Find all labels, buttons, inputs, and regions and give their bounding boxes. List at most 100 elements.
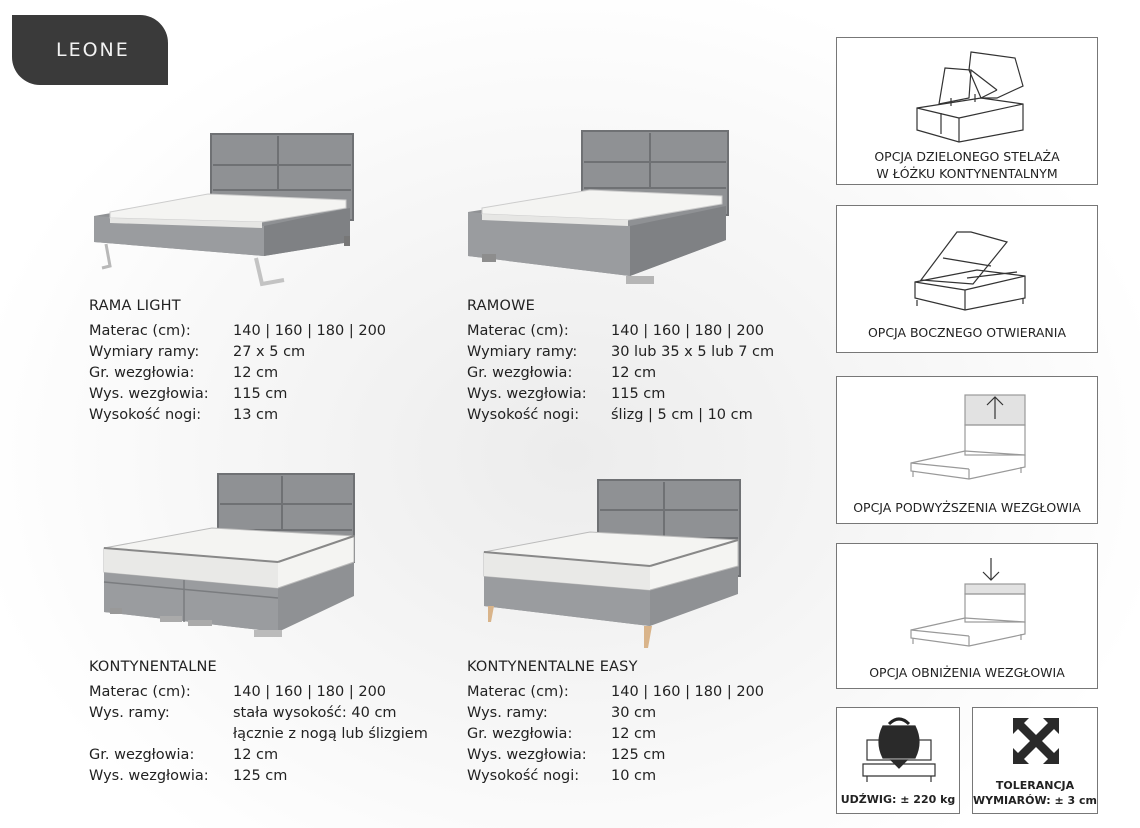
option-headboard-lower: OPCJA OBNIŻENIA WEZGŁOWIA xyxy=(836,543,1098,689)
brand-tab: LEONE xyxy=(12,15,168,85)
spec-label: Gr. wezgłowia: xyxy=(467,726,573,742)
spec-table: Materac (cm): 140 | 160 | 180 | 200 Wymia… xyxy=(89,321,386,426)
spec-block-rama-light: RAMA LIGHT Materac (cm): 140 | 160 | 180 … xyxy=(89,296,386,426)
spec-row: Gr. wezgłowia: 12 cm xyxy=(89,363,386,384)
option-label-line: OPCJA PODWYŻSZENIA WEZGŁOWIA xyxy=(853,500,1081,515)
spec-label: Materac (cm): xyxy=(89,684,191,700)
spec-row: Wys. wezgłowia: 125 cm xyxy=(89,766,428,787)
option-split-frame: OPCJA DZIELONEGO STELAŻA W ŁÓŻKU KONTYNE… xyxy=(836,37,1098,185)
spec-row: Materac (cm): 140 | 160 | 180 | 200 xyxy=(467,321,774,342)
spec-label: Materac (cm): xyxy=(89,323,191,339)
spec-row: Wys. wezgłowia: 115 cm xyxy=(467,384,774,405)
option-label: TOLERANCJA WYMIARÓW: ± 3 cm xyxy=(973,778,1097,808)
spec-value: 140 | 160 | 180 | 200 xyxy=(611,323,765,339)
spec-value: 140 | 160 | 180 | 200 xyxy=(233,323,387,339)
option-label-line: WYMIARÓW: ± 3 cm xyxy=(973,794,1098,807)
spec-label: Wys. wezgłowia: xyxy=(467,386,587,402)
bed-image-kontynentalne xyxy=(103,473,355,637)
spec-row: Materac (cm): 140 | 160 | 180 | 200 xyxy=(467,682,764,703)
option-label: OPCJA BOCZNEGO OTWIERANIA xyxy=(837,324,1097,341)
spec-row: Materac (cm): 140 | 160 | 180 | 200 xyxy=(89,682,428,703)
option-label: UDŹWIG: ± 220 kg xyxy=(837,792,959,807)
option-label: OPCJA PODWYŻSZENIA WEZGŁOWIA xyxy=(837,499,1097,516)
option-tolerance: TOLERANCJA WYMIARÓW: ± 3 cm xyxy=(972,707,1098,814)
bed-title: KONTYNENTALNE xyxy=(89,659,217,675)
option-label-line: OPCJA BOCZNEGO OTWIERANIA xyxy=(867,325,1067,340)
spec-value: 12 cm xyxy=(233,365,279,381)
spec-value: 125 cm xyxy=(233,768,288,784)
spec-value: 140 | 160 | 180 | 200 xyxy=(611,684,765,700)
spec-label: Gr. wezgłowia: xyxy=(467,365,573,381)
spec-value: 10 cm xyxy=(611,768,657,784)
spec-label: Wys. ramy: xyxy=(89,705,170,721)
spec-label: Wysokość nogi: xyxy=(89,407,202,423)
spec-label: Materac (cm): xyxy=(467,323,569,339)
bed-title: RAMA LIGHT xyxy=(89,298,181,314)
spec-block-kontynentalne: KONTYNENTALNE Materac (cm): 140 | 160 | 1… xyxy=(89,657,428,787)
option-label-line: UDŹWIG: ± 220 kg xyxy=(840,793,956,806)
option-label-line: TOLERANCJA xyxy=(995,779,1075,792)
bed-image-ramowe xyxy=(468,130,729,284)
weight-load-icon xyxy=(862,717,936,782)
spec-row: Wys. wezgłowia: 125 cm xyxy=(467,745,764,766)
spec-value: ślizg | 5 cm | 10 cm xyxy=(611,407,753,423)
split-storage-bed-icon xyxy=(916,51,1024,143)
option-label: OPCJA DZIELONEGO STELAŻA W ŁÓŻKU KONTYNE… xyxy=(837,148,1097,182)
spec-value: 115 cm xyxy=(611,386,666,402)
spec-label xyxy=(89,724,233,745)
spec-row: Gr. wezgłowia: 12 cm xyxy=(467,724,764,745)
headboard-lower-icon xyxy=(910,558,1026,647)
spec-value: 30 lub 35 x 5 lub 7 cm xyxy=(611,344,775,360)
bed-image-rama-light xyxy=(94,133,354,287)
option-label-line: OPCJA OBNIŻENIA WEZGŁOWIA xyxy=(869,665,1065,680)
spec-block-ramowe: RAMOWE Materac (cm): 140 | 160 | 180 | 20… xyxy=(467,296,774,426)
spec-row: Gr. wezgłowia:12 cm xyxy=(89,745,428,766)
spec-value: 13 cm xyxy=(233,407,279,423)
spec-row: Wysokość nogi: 10 cm xyxy=(467,766,764,787)
spec-value: 140 | 160 | 180 | 200 xyxy=(233,684,387,700)
spec-label: Wysokość nogi: xyxy=(467,768,580,784)
spec-value: 27 x 5 cm xyxy=(233,344,306,360)
spec-row: Wymiary ramy:27 x 5 cm xyxy=(89,342,386,363)
bed-title: RAMOWE xyxy=(467,298,536,314)
spec-row: Wysokość nogi: ślizg | 5 cm | 10 cm xyxy=(467,405,774,426)
bed-title: KONTYNENTALNE EASY xyxy=(467,659,638,675)
option-label: OPCJA OBNIŻENIA WEZGŁOWIA xyxy=(837,664,1097,681)
spec-label: Materac (cm): xyxy=(467,684,569,700)
spec-label: Wys. wezgłowia: xyxy=(467,747,587,763)
option-label-line: W ŁÓŻKU KONTYNENTALNYM xyxy=(876,166,1058,181)
spec-row: Wysokość nogi: 13 cm xyxy=(89,405,386,426)
spec-row: Gr. wezgłowia: 12 cm xyxy=(467,363,774,384)
spec-label: Wys. wezgłowia: xyxy=(89,768,209,784)
tolerance-arrows-icon xyxy=(1013,718,1059,764)
spec-block-kontynentalne-easy: KONTYNENTALNE EASY Materac (cm): 140 | 16… xyxy=(467,657,764,787)
option-label-line: OPCJA DZIELONEGO STELAŻA xyxy=(874,149,1060,164)
spec-value: 125 cm xyxy=(611,747,666,763)
spec-row: Wys. ramy: 30 cm xyxy=(467,703,764,724)
side-opening-bed-icon xyxy=(914,231,1026,311)
option-side-opening: OPCJA BOCZNEGO OTWIERANIA xyxy=(836,205,1098,353)
spec-label: Gr. wezgłowia: xyxy=(89,365,195,381)
bed-image-kontynentalne-easy xyxy=(483,479,741,648)
spec-value: 115 cm xyxy=(233,386,288,402)
spec-table: Materac (cm): 140 | 160 | 180 | 200 Wymia… xyxy=(467,321,774,426)
brand-name: LEONE xyxy=(56,39,130,61)
spec-label: Wysokość nogi: xyxy=(467,407,580,423)
spec-row: łącznie z nogą lub ślizgiem xyxy=(89,724,428,745)
option-headboard-raise: OPCJA PODWYŻSZENIA WEZGŁOWIA xyxy=(836,376,1098,524)
option-load-capacity: UDŹWIG: ± 220 kg xyxy=(836,707,960,814)
spec-table: Materac (cm): 140 | 160 | 180 | 200 Wys. … xyxy=(467,682,764,787)
spec-table: Materac (cm): 140 | 160 | 180 | 200 Wys. … xyxy=(89,682,428,787)
spec-value: 12 cm xyxy=(611,365,657,381)
spec-label: Wys. wezgłowia: xyxy=(89,386,209,402)
spec-label: Wymiary ramy: xyxy=(467,344,578,360)
spec-value: 12 cm xyxy=(233,747,279,763)
spec-value: 30 cm xyxy=(611,705,657,721)
spec-value: 12 cm xyxy=(611,726,657,742)
headboard-raise-icon xyxy=(910,394,1026,480)
spec-value: łącznie z nogą lub ślizgiem xyxy=(233,726,428,742)
spec-row: Wys. ramy:stała wysokość: 40 cm xyxy=(89,703,428,724)
spec-row: Wys. wezgłowia: 115 cm xyxy=(89,384,386,405)
spec-row: Wymiary ramy: 30 lub 35 x 5 lub 7 cm xyxy=(467,342,774,363)
spec-label: Wys. ramy: xyxy=(467,705,548,721)
